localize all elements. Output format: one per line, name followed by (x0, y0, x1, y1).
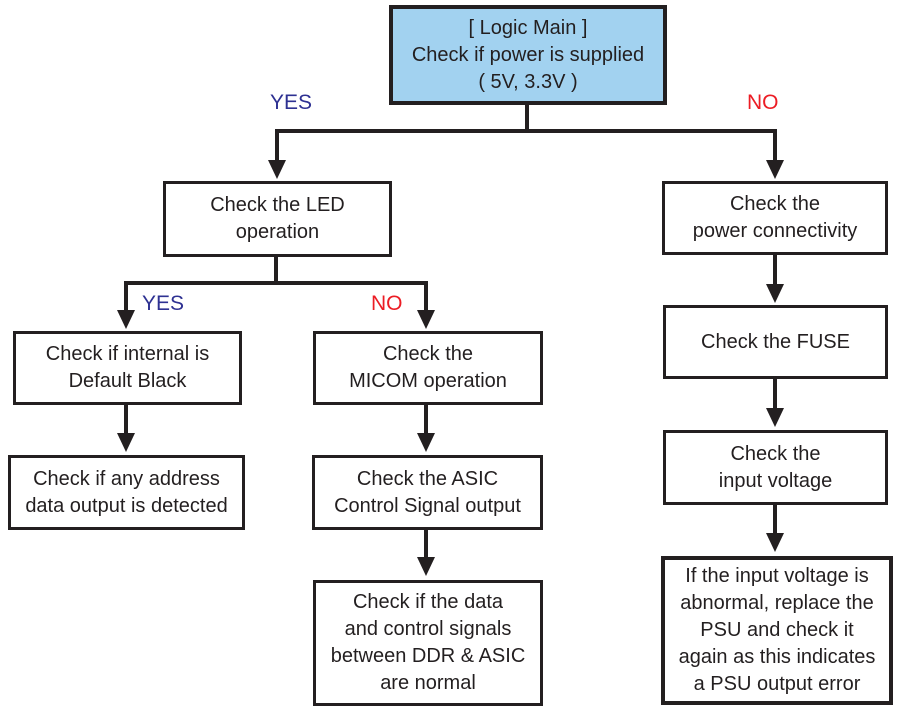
connector-led-drop-no (424, 281, 428, 311)
connector-asic-to-ddr (424, 530, 428, 558)
connector-led-stem (274, 255, 278, 283)
node-logic-main: [ Logic Main ] Check if power is supplie… (389, 5, 667, 105)
node-psu-error: If the input voltage is abnormal, replac… (661, 556, 893, 705)
arrowhead-asic-to-ddr (417, 557, 435, 576)
node-check-ddr-asic: Check if the data and control signals be… (313, 580, 543, 706)
node-check-internal-default-black: Check if internal is Default Black (13, 331, 242, 405)
branch-label-root-yes: YES (270, 91, 313, 114)
connector-led-drop-yes (124, 281, 128, 311)
node-check-micom-text: Check the MICOM operation (349, 343, 507, 392)
node-check-fuse-text: Check the FUSE (701, 330, 850, 353)
node-check-fuse: Check the FUSE (663, 305, 888, 379)
node-check-asic-control: Check the ASIC Control Signal output (312, 455, 543, 530)
node-check-led-text: Check the LED operation (210, 194, 345, 243)
arrowhead-root-no (766, 160, 784, 179)
arrowhead-micom-to-asic (417, 433, 435, 452)
connector-black-to-address (124, 405, 128, 434)
node-check-input-voltage-text: Check the input voltage (718, 442, 833, 492)
connector-fuse-to-input (773, 379, 777, 409)
arrowhead-fuse-to-input (766, 408, 784, 427)
node-logic-main-text: [ Logic Main ] Check if power is supplie… (411, 16, 645, 93)
arrowhead-power-to-fuse (766, 284, 784, 303)
connector-input-to-psu (773, 505, 777, 534)
connector-root-drop-yes (275, 129, 279, 161)
node-check-input-voltage: Check the input voltage (663, 430, 888, 505)
node-check-asic-control-text: Check the ASIC Control Signal output (334, 467, 521, 517)
arrowhead-input-to-psu (766, 533, 784, 552)
node-check-address-data-text: Check if any address data output is dete… (25, 467, 228, 517)
node-check-micom: Check the MICOM operation (313, 331, 543, 405)
connector-root-split (275, 129, 777, 133)
connector-power-to-fuse (773, 255, 777, 285)
connector-led-split (124, 281, 428, 285)
node-check-internal-default-black-text: Check if internal is Default Black (45, 343, 210, 392)
branch-label-led-yes: YES (142, 292, 185, 315)
branch-label-led-no: NO (371, 292, 403, 315)
node-psu-error-text: If the input voltage is abnormal, replac… (678, 565, 876, 695)
node-check-power-connectivity-text: Check the power connectivity (692, 193, 858, 242)
arrowhead-root-yes (268, 160, 286, 179)
connector-root-stem (525, 105, 529, 131)
node-check-power-connectivity: Check the power connectivity (662, 181, 888, 255)
arrowhead-led-yes (117, 310, 135, 329)
branch-label-root-no: NO (747, 91, 779, 114)
arrowhead-black-to-address (117, 433, 135, 452)
node-check-led: Check the LED operation (163, 181, 392, 257)
node-check-ddr-asic-text: Check if the data and control signals be… (330, 591, 526, 694)
arrowhead-led-no (417, 310, 435, 329)
connector-micom-to-asic (424, 405, 428, 434)
connector-root-drop-no (773, 129, 777, 161)
node-check-address-data: Check if any address data output is dete… (8, 455, 245, 530)
